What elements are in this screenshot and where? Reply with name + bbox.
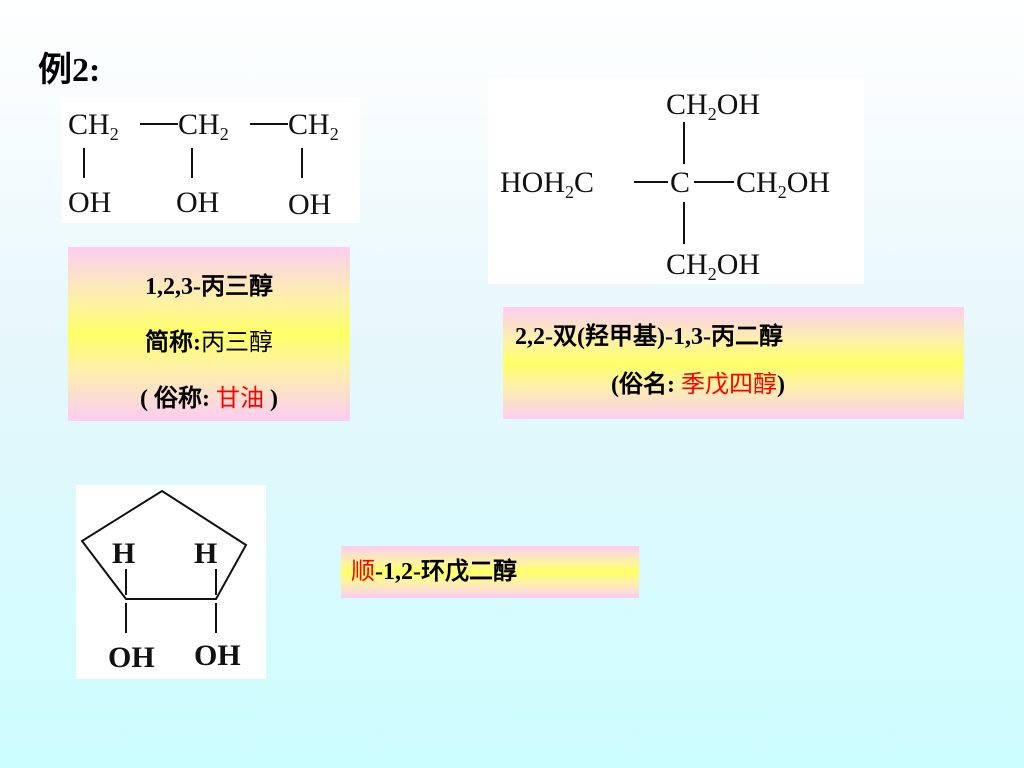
pe-top-sub: 2 <box>708 104 717 124</box>
cp-h-left: H <box>112 537 135 570</box>
pe-top-oh: OH <box>717 88 760 121</box>
glycerol-structure-svg: CH2 CH2 CH2 OH OH OH <box>68 108 339 221</box>
pe-right-sub: 2 <box>778 182 787 202</box>
glycerol-oh3: OH <box>288 188 331 221</box>
glycerol-abbreviation: 简称:丙三醇 <box>68 315 350 371</box>
cyclopentanediol-name-box: 顺-1,2-环戊二醇 <box>341 546 639 598</box>
glycerol-c1-sub: 2 <box>110 124 119 144</box>
glycerol-oh1: OH <box>68 186 111 219</box>
glycerol-oh2: OH <box>176 186 219 219</box>
glycerol-common-name: ( 俗称: 甘油 ) <box>68 371 350 427</box>
glycerol-common-open: ( 俗称: <box>140 386 216 412</box>
pe-top-ch: CH <box>666 88 708 121</box>
pe-center-c: C <box>670 166 690 199</box>
cyclopentanediol-structure-svg: H H OH OH <box>80 489 248 674</box>
glycerol-c2: CH <box>178 108 220 141</box>
glycerol-c2-sub: 2 <box>220 124 229 144</box>
svg-text:CH2: CH2 <box>68 108 119 144</box>
pe-bottom-oh: OH <box>717 248 760 281</box>
cyclopentane-ring <box>80 489 248 600</box>
pentaerythritol-structure-svg: CH2OH HOH2C C CH2OH CH2OH <box>500 88 830 284</box>
svg-text:CH2: CH2 <box>288 108 339 144</box>
pentaerythritol-common-value: 季戊四醇 <box>680 372 777 398</box>
glycerol-name-box: 1,2,3-丙三醇 简称:丙三醇 ( 俗称: 甘油 ) <box>68 247 350 421</box>
glycerol-c3: CH <box>288 108 330 141</box>
glycerol-structure: CH2 CH2 CH2 OH OH OH <box>62 98 360 223</box>
pe-left-c: C <box>574 166 594 199</box>
cyclopentanediol-name-rest: -1,2-环戊二醇 <box>375 559 517 585</box>
svg-text:CH2: CH2 <box>178 108 229 144</box>
glycerol-common-close: ) <box>263 386 278 412</box>
svg-text:CH2OH: CH2OH <box>736 166 830 202</box>
glycerol-abbr-value: 丙三醇 <box>201 330 273 356</box>
pentaerythritol-structure: CH2OH HOH2C C CH2OH CH2OH <box>488 78 864 284</box>
cp-h-right: H <box>194 537 217 570</box>
cp-oh-left: OH <box>108 641 155 674</box>
pentaerythritol-common-name: (俗名: 季戊四醇) <box>515 361 964 409</box>
pe-left-sub: 2 <box>565 182 574 202</box>
glycerol-common-value: 甘油 <box>215 386 264 412</box>
pe-right-ch: CH <box>736 166 778 199</box>
glycerol-systematic-name: 1,2,3-丙三醇 <box>68 259 350 315</box>
pentaerythritol-name-text: 2,2-双(羟甲基)-1,3-丙二醇 <box>515 324 783 350</box>
svg-text:HOH2C: HOH2C <box>500 166 594 202</box>
pe-bottom-sub: 2 <box>708 264 717 284</box>
pentaerythritol-systematic-name: 2,2-双(羟甲基)-1,3-丙二醇 <box>515 313 964 361</box>
glycerol-abbr-label: 简称: <box>145 330 201 356</box>
svg-text:CH2OH: CH2OH <box>666 88 760 124</box>
svg-text:CH2OH: CH2OH <box>666 248 760 284</box>
pe-bottom-ch: CH <box>666 248 708 281</box>
pe-right-oh: OH <box>787 166 830 199</box>
cyclopentanediol-prefix: 顺 <box>351 559 375 585</box>
glycerol-c3-sub: 2 <box>330 124 339 144</box>
cyclopentanediol-structure: H H OH OH <box>76 485 266 679</box>
pentaerythritol-common-close: ) <box>776 372 785 398</box>
pe-left-hoh: HOH <box>500 166 565 199</box>
pentaerythritol-name-box: 2,2-双(羟甲基)-1,3-丙二醇 (俗名: 季戊四醇) <box>503 307 964 419</box>
pentaerythritol-common-open: (俗名: <box>611 372 681 398</box>
glycerol-c1: CH <box>68 108 110 141</box>
slide-title: 例2: <box>38 52 101 89</box>
cp-oh-right: OH <box>194 639 241 672</box>
glycerol-name-text: 1,2,3-丙三醇 <box>145 274 273 300</box>
